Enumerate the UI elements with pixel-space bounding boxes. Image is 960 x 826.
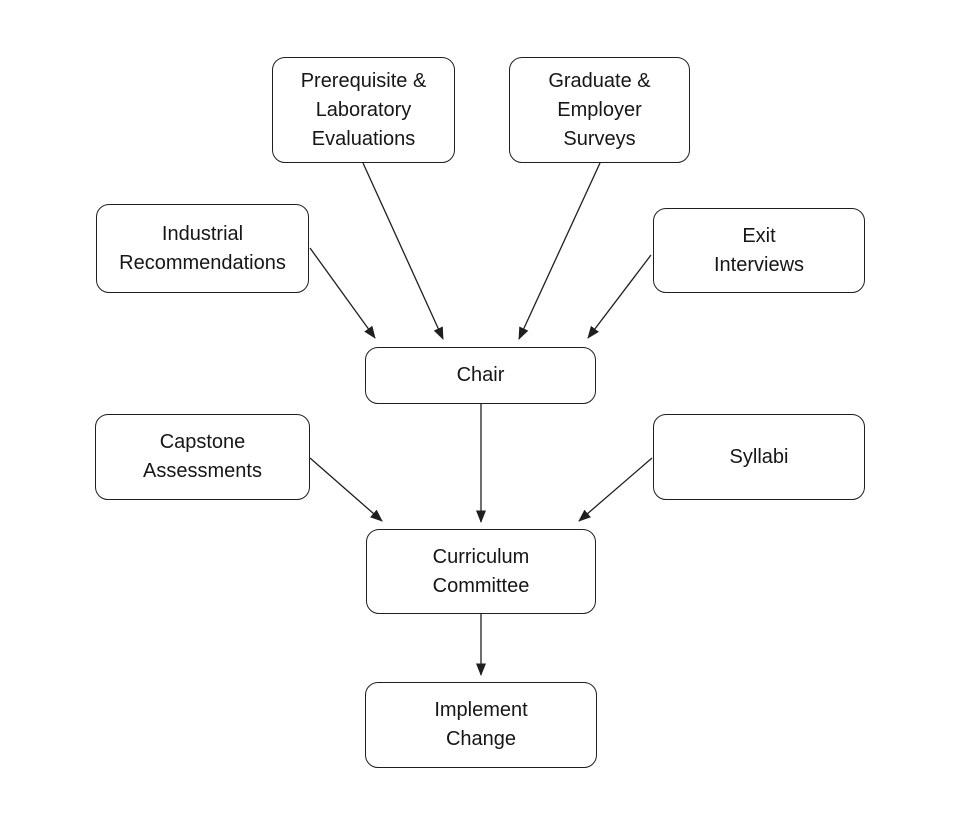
edge-capstone-to-curriculum bbox=[309, 457, 383, 522]
node-implement-change: Implement Change bbox=[365, 682, 597, 768]
node-exit-interviews: Exit Interviews bbox=[653, 208, 865, 293]
node-label: Prerequisite & Laboratory Evaluations bbox=[300, 69, 427, 150]
node-prerequisite-laboratory-evaluations: Prerequisite & Laboratory Evaluations bbox=[272, 57, 455, 163]
node-label: Exit Interviews bbox=[713, 224, 805, 276]
edge-exit-to-chair bbox=[587, 254, 652, 339]
node-label: Syllabi bbox=[729, 445, 789, 468]
node-label: Graduate & Employer Surveys bbox=[548, 69, 651, 150]
node-syllabi: Syllabi bbox=[653, 414, 865, 500]
node-chair: Chair bbox=[365, 347, 596, 404]
node-capstone-assessments: Capstone Assessments bbox=[95, 414, 310, 500]
edge-prereq-to-chair bbox=[362, 162, 444, 340]
edge-industrial-to-chair bbox=[309, 247, 376, 339]
node-label: Implement Change bbox=[434, 699, 528, 750]
node-graduate-employer-surveys: Graduate & Employer Surveys bbox=[509, 57, 690, 163]
edge-graduate-to-chair bbox=[518, 162, 601, 340]
node-label: Capstone Assessments bbox=[143, 431, 262, 482]
node-industrial-recommendations: Industrial Recommendations bbox=[96, 204, 309, 293]
node-label: Chair bbox=[456, 364, 505, 386]
node-label: Curriculum Committee bbox=[432, 545, 530, 597]
node-label: Industrial Recommendations bbox=[119, 222, 286, 274]
edge-syllabi-to-curriculum bbox=[578, 457, 653, 522]
node-curriculum-committee: Curriculum Committee bbox=[366, 529, 596, 614]
